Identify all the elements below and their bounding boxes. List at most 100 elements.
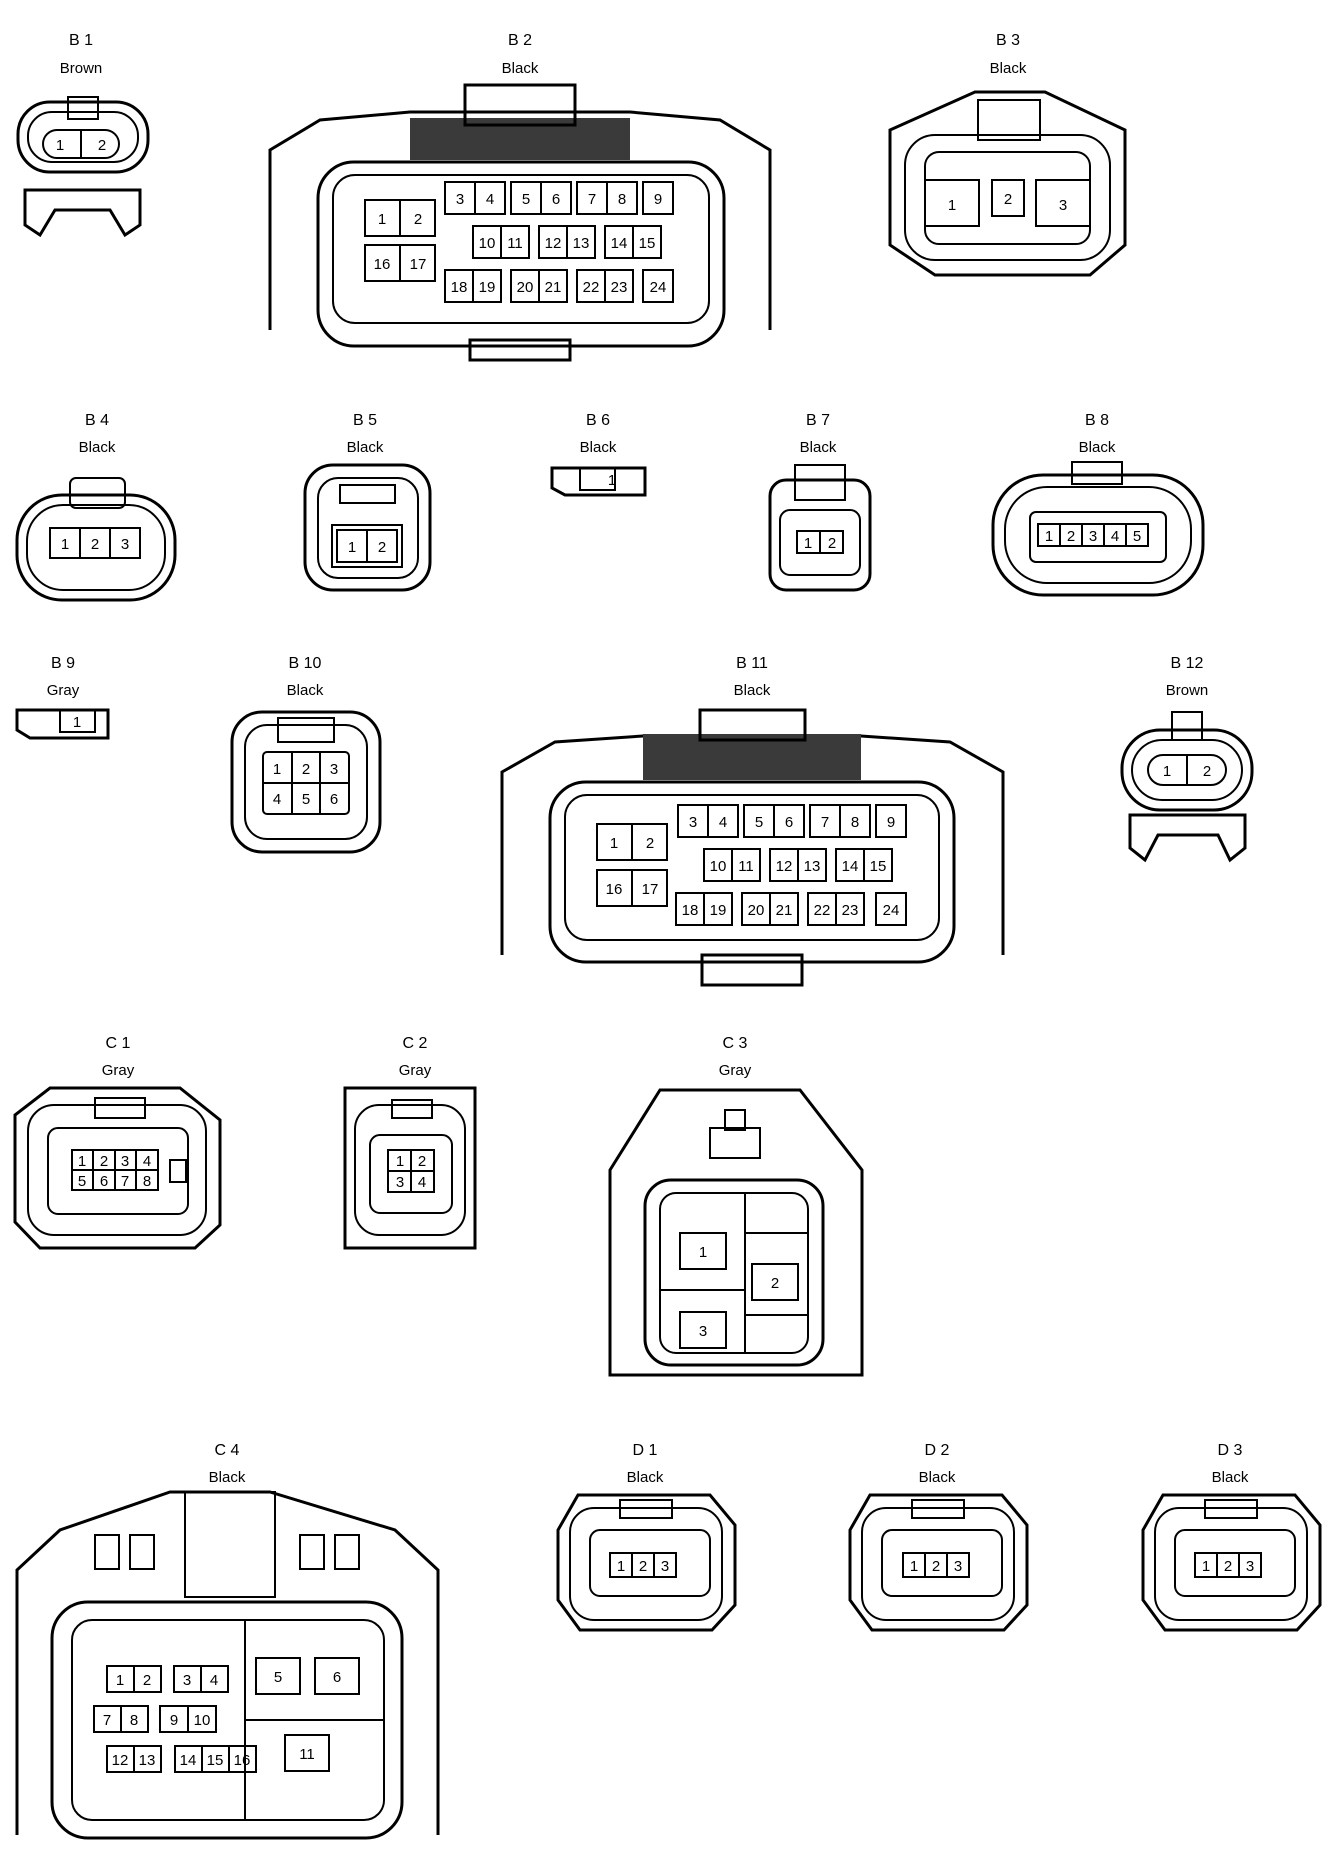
b2-pin: 2	[414, 211, 422, 228]
c3-pin: 3	[699, 1323, 707, 1340]
b12-pin: 2	[1203, 763, 1211, 780]
connector-c3-color: Gray	[719, 1062, 752, 1079]
b2-pin: 24	[650, 279, 667, 296]
c4-pin: 16	[234, 1752, 251, 1769]
d3-pin: 2	[1224, 1558, 1232, 1575]
connector-b7: B 7 Black 1 2	[768, 412, 872, 592]
connector-d3-id: D 3	[1218, 1442, 1243, 1459]
connector-b7-color: Black	[800, 439, 837, 456]
d1-pin: 2	[639, 1558, 647, 1575]
b8-pin: 3	[1089, 528, 1097, 545]
connector-d3-color: Black	[1212, 1469, 1249, 1486]
b2-pin: 9	[654, 191, 662, 208]
c1-pin: 1	[78, 1153, 86, 1170]
c1-pin: 2	[100, 1153, 108, 1170]
b11-pin: 15	[870, 858, 887, 875]
c3-pin: 1	[699, 1244, 707, 1261]
c1-pin: 6	[100, 1173, 108, 1190]
b2-pin: 5	[522, 191, 530, 208]
d2-pin: 1	[910, 1558, 918, 1575]
b10-pin: 6	[330, 791, 338, 808]
connector-c1: C 1 Gray 1 2 3 4 5 6 7 8	[13, 1035, 222, 1250]
b7-pin: 2	[828, 535, 836, 552]
b11-pin: 17	[642, 881, 659, 898]
d1-pin: 3	[661, 1558, 669, 1575]
b8-pin: 1	[1045, 528, 1053, 545]
b8-pin: 4	[1111, 528, 1119, 545]
b2-pin: 11	[507, 235, 523, 252]
c1-pin: 7	[121, 1173, 129, 1190]
b8-pin: 5	[1133, 528, 1141, 545]
connector-b4-id: B 4	[85, 412, 109, 429]
c2-pin: 2	[418, 1153, 426, 1170]
b5-pin: 1	[348, 539, 356, 556]
b2-pin: 12	[545, 235, 562, 252]
b12-pin: 1	[1163, 763, 1171, 780]
c3-pin: 2	[771, 1275, 779, 1292]
c4-pin: 2	[143, 1672, 151, 1689]
c1-pin: 3	[121, 1153, 129, 1170]
b11-pin: 16	[606, 881, 623, 898]
connector-c1-color: Gray	[102, 1062, 135, 1079]
b11-pin: 10	[710, 858, 727, 875]
b2-pin: 19	[479, 279, 496, 296]
connector-b12-id: B 12	[1171, 655, 1204, 672]
c4-pin: 7	[103, 1712, 111, 1729]
b3-pin: 2	[1004, 191, 1012, 208]
b11-pin: 13	[804, 858, 821, 875]
connector-b10-id: B 10	[289, 655, 322, 672]
connector-b6-id: B 6	[586, 412, 610, 429]
b2-pin: 13	[573, 235, 590, 252]
b4-pin: 2	[91, 536, 99, 553]
connector-d2: D 2 Black 1 2 3	[848, 1442, 1029, 1632]
c2-pin: 3	[396, 1174, 404, 1191]
connector-b1: B 1 Brown 1 2	[16, 32, 150, 238]
b10-pin: 1	[273, 761, 281, 778]
connector-b1-id: B 1	[69, 32, 93, 49]
connector-d1: D 1 Black 1 2 3	[556, 1442, 737, 1632]
connector-b5-color: Black	[347, 439, 384, 456]
b5-pin: 2	[378, 539, 386, 556]
b3-pin: 3	[1059, 197, 1067, 214]
b11-pin: 11	[738, 858, 754, 875]
connector-c3-id: C 3	[723, 1035, 748, 1052]
connector-b2-id: B 2	[508, 32, 532, 49]
connector-b8: B 8 Black 1 2 3 4 5	[991, 412, 1205, 597]
c2-pin: 1	[396, 1153, 404, 1170]
b2-pin: 8	[618, 191, 626, 208]
b2-pin: 7	[588, 191, 596, 208]
connector-b5-id: B 5	[353, 412, 377, 429]
b3-pin: 1	[948, 197, 956, 214]
b10-pin: 2	[302, 761, 310, 778]
c4-pin: 11	[299, 1746, 315, 1763]
b11-pin: 22	[814, 902, 831, 919]
d3-pin: 1	[1202, 1558, 1210, 1575]
connector-d2-color: Black	[919, 1469, 956, 1486]
connector-b12-color: Brown	[1166, 682, 1209, 699]
connector-d1-id: D 1	[633, 1442, 658, 1459]
d2-pin: 2	[932, 1558, 940, 1575]
connector-b4-color: Black	[79, 439, 116, 456]
b8-pin: 2	[1067, 528, 1075, 545]
connector-c4-color: Black	[209, 1469, 246, 1486]
b2-pin: 17	[410, 256, 427, 273]
connector-b3-color: Black	[990, 60, 1027, 77]
b11-pin: 3	[689, 814, 697, 831]
connector-b8-color: Black	[1079, 439, 1116, 456]
c4-pin: 9	[170, 1712, 178, 1729]
connector-b1-color: Brown	[60, 60, 103, 77]
b2-pin: 6	[552, 191, 560, 208]
connector-b8-id: B 8	[1085, 412, 1109, 429]
connector-b3-id: B 3	[996, 32, 1020, 49]
b2-pin: 23	[611, 279, 628, 296]
b2-pin: 1	[378, 211, 386, 228]
b11-pin: 21	[776, 902, 793, 919]
c4-pin: 14	[180, 1752, 197, 1769]
c4-pin: 12	[112, 1752, 129, 1769]
b2-pin: 4	[486, 191, 494, 208]
b11-pin: 2	[646, 835, 654, 852]
connector-b11-color: Black	[734, 682, 771, 699]
b2-pin: 14	[611, 235, 628, 252]
b11-pin: 1	[610, 835, 618, 852]
